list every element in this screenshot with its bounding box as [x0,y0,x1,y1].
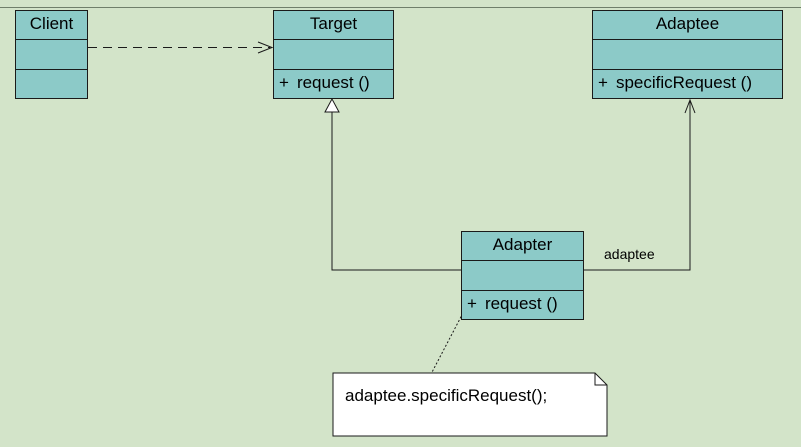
class-client-name: Client [16,11,87,40]
class-adaptee-operations: + specificRequest () [593,70,782,98]
generalization-triangle [324,97,340,113]
class-client-operations [16,70,87,98]
class-client-attributes [16,40,87,70]
class-adapter[interactable]: Adapter + request () [461,231,584,320]
dependency-arrowhead [257,41,274,54]
operation-visibility: + [467,294,477,313]
class-target-operations: + request () [274,70,393,98]
class-target-attributes [274,40,393,70]
class-adapter-name: Adapter [462,232,583,261]
class-adapter-attributes [462,261,583,291]
operation-visibility: + [279,73,289,92]
note-text: adaptee.specificRequest(); [345,386,548,405]
class-adaptee-name: Adaptee [593,11,782,40]
class-adapter-operations: + request () [462,291,583,319]
operation-request: request () [484,294,558,313]
generalization-line [331,112,461,271]
class-client[interactable]: Client [15,10,88,99]
operation-specific-request: specificRequest () [615,73,752,92]
note-anchor-line [429,312,464,377]
note-fold [594,373,607,386]
operation-visibility: + [598,73,608,92]
class-target[interactable]: Target + request () [273,10,394,99]
association-arrowhead [684,98,696,114]
class-adaptee[interactable]: Adaptee + specificRequest () [592,10,783,99]
note-outline [332,372,608,437]
class-adaptee-attributes [593,40,782,70]
association-line [584,100,691,271]
class-target-name: Target [274,11,393,40]
operation-request: request () [296,73,370,92]
association-role-label: adaptee [604,246,655,262]
